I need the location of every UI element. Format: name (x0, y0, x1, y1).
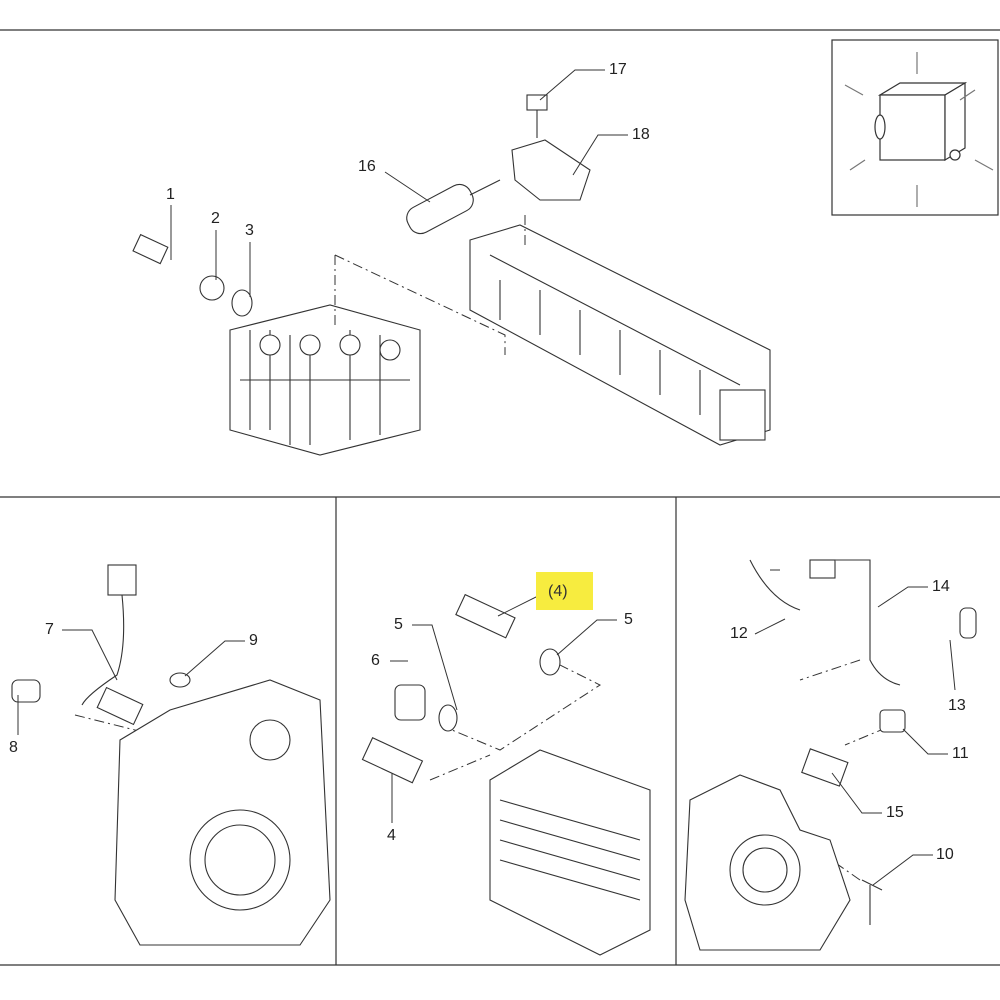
callout-1[interactable]: 1 (166, 186, 175, 203)
sensor-1 (132, 233, 169, 265)
callout-6[interactable]: 6 (371, 652, 380, 669)
orientation-block-icon (844, 52, 994, 207)
callout-5-right[interactable]: 5 (624, 611, 633, 628)
callout-5-left[interactable]: 5 (394, 616, 403, 633)
callout-9[interactable]: 9 (249, 632, 258, 649)
callout-12[interactable]: 12 (730, 625, 748, 642)
connector-7 (107, 564, 137, 596)
callout-2[interactable]: 2 (211, 210, 220, 227)
callout-13[interactable]: 13 (948, 697, 966, 714)
callout-10[interactable]: 10 (936, 846, 954, 863)
intake-manifold-drawing (469, 224, 771, 446)
fitting-2 (199, 275, 225, 301)
callout-14[interactable]: 14 (932, 578, 950, 595)
timing-cover-right (684, 774, 851, 951)
callout-15[interactable]: 15 (886, 804, 904, 821)
callout-17[interactable]: 17 (609, 61, 627, 78)
seal-5-left (438, 704, 458, 732)
callout-label-4-highlighted: (4) (548, 583, 568, 600)
screw-17 (526, 94, 548, 111)
orientation-inset (831, 39, 999, 216)
callout-18[interactable]: 18 (632, 126, 650, 143)
pressure-sensor-18 (511, 139, 591, 201)
seal-5-right (539, 648, 561, 676)
o-ring-9 (169, 672, 191, 688)
seal-ring-3 (231, 289, 253, 317)
oil-cooler-drawing (489, 749, 651, 956)
plug-8 (11, 679, 41, 703)
callout-11[interactable]: 11 (952, 745, 969, 762)
sensor-11 (879, 709, 906, 733)
sensor-4-highlighted (455, 593, 516, 639)
callout-3[interactable]: 3 (245, 222, 254, 239)
plug-6 (394, 684, 426, 721)
callout-8[interactable]: 8 (9, 739, 18, 756)
connector-14 (809, 559, 836, 579)
part-10 (861, 879, 883, 925)
timing-cover-left (114, 679, 331, 946)
speed-sensor-7 (96, 686, 144, 726)
callout-4[interactable]: 4 (387, 827, 396, 844)
sealant-tube-16 (406, 183, 474, 235)
harness-14 (835, 559, 901, 686)
sensor-4 (361, 736, 424, 784)
highlighted-callout-4[interactable]: (4) (536, 572, 593, 610)
callout-16[interactable]: 16 (358, 158, 376, 175)
callout-7[interactable]: 7 (45, 621, 54, 638)
sensor-15 (801, 748, 849, 787)
harness-12 (749, 559, 801, 611)
sensor-13 (959, 607, 977, 639)
cylinder-head-drawing (229, 304, 421, 456)
